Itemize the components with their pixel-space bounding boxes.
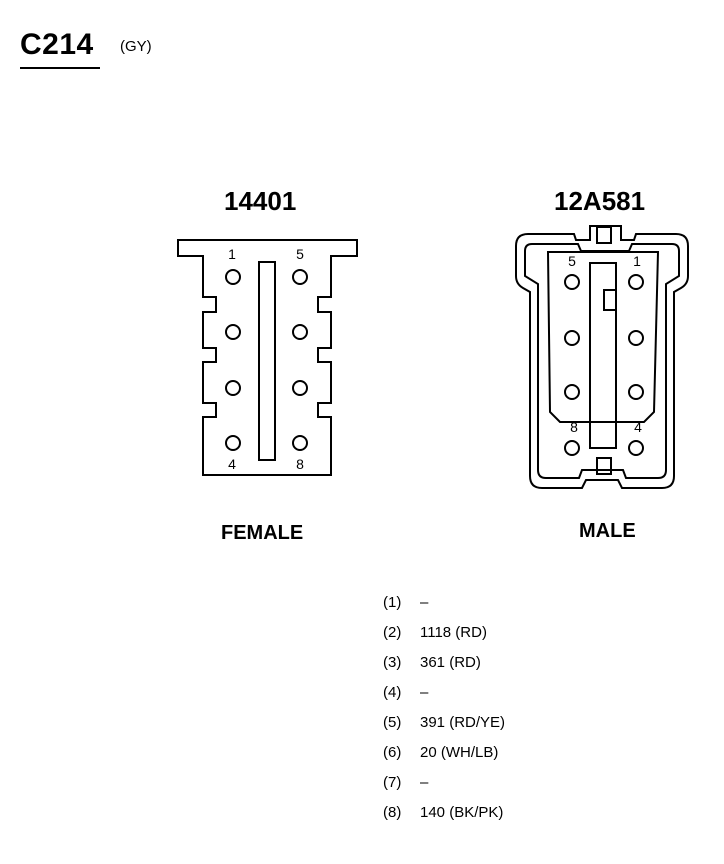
pin-row: (8) 140 (BK/PK) (383, 804, 505, 834)
pin-number: (4) (383, 684, 402, 701)
pin-circuit: – (420, 774, 429, 791)
female-part-number: 14401 (224, 186, 297, 216)
male-part-number: 12A581 (554, 186, 646, 216)
connector-color: (GY) (120, 38, 152, 55)
female-housing (177, 239, 358, 476)
male-top-latch (596, 226, 612, 244)
female-pin-hole (292, 324, 308, 340)
pin-number: (6) (383, 744, 402, 761)
pin-number: (2) (383, 624, 402, 641)
male-pin-label-5: 5 (568, 253, 576, 269)
male-pin (564, 274, 580, 290)
male-pin-label-1: 1 (633, 253, 641, 269)
pin-row: (5) 391 (RD/YE) (383, 714, 505, 744)
male-pin (564, 330, 580, 346)
female-pin-hole (225, 269, 241, 285)
female-pin-hole (292, 435, 308, 451)
male-pin (628, 440, 644, 456)
male-inner-shell (524, 243, 680, 479)
pin-circuit: 391 (RD/YE) (420, 714, 506, 731)
male-pin (564, 440, 580, 456)
pin-row: (1) – (383, 594, 505, 624)
female-pin-label-5: 5 (296, 246, 304, 262)
pin-row: (4) – (383, 684, 505, 714)
pin-number: (3) (383, 654, 402, 671)
connector-id: C214 (20, 28, 94, 61)
male-label: MALE (579, 520, 636, 542)
female-pin-label-1: 1 (228, 246, 236, 262)
connector-id-underline (20, 67, 100, 69)
pin-number: (1) (383, 594, 402, 611)
male-pin (628, 384, 644, 400)
female-pin-label-4: 4 (228, 456, 236, 472)
male-outer-shell (515, 225, 689, 489)
male-inner-cavity (546, 251, 660, 423)
pin-number: (7) (383, 774, 402, 791)
female-pin-hole (225, 380, 241, 396)
pin-circuit: – (420, 684, 429, 701)
male-pin-label-4: 4 (634, 419, 642, 435)
female-center-slot (258, 261, 276, 461)
pin-row: (2) 1118 (RD) (383, 624, 505, 654)
female-pin-hole (292, 380, 308, 396)
pin-number: (8) (383, 804, 402, 821)
male-pin (564, 384, 580, 400)
female-label: FEMALE (221, 522, 304, 544)
pin-circuit: – (420, 594, 429, 611)
male-pin-label-8: 8 (570, 419, 578, 435)
female-pin-label-8: 8 (296, 456, 304, 472)
female-pin-hole (292, 269, 308, 285)
pin-row: (6) 20 (WH/LB) (383, 744, 505, 774)
male-pin (628, 274, 644, 290)
female-connector (177, 239, 358, 476)
male-bottom-latch (596, 457, 612, 475)
pin-row: (3) 361 (RD) (383, 654, 505, 684)
female-pin-hole (225, 324, 241, 340)
male-connector (515, 225, 689, 489)
pin-circuit: 140 (BK/PK) (420, 804, 504, 821)
pin-circuit: 361 (RD) (420, 654, 481, 671)
pin-circuit: 1118 (RD) (420, 624, 487, 641)
pin-circuit: 20 (WH/LB) (420, 744, 499, 761)
pin-row: (7) – (383, 774, 505, 804)
male-center-key (589, 262, 617, 449)
male-pin (628, 330, 644, 346)
female-pin-hole (225, 435, 241, 451)
pin-circuit-table: (1) – (2) 1118 (RD) (3) 361 (RD) (4) – (… (383, 594, 505, 834)
pin-number: (5) (383, 714, 402, 731)
